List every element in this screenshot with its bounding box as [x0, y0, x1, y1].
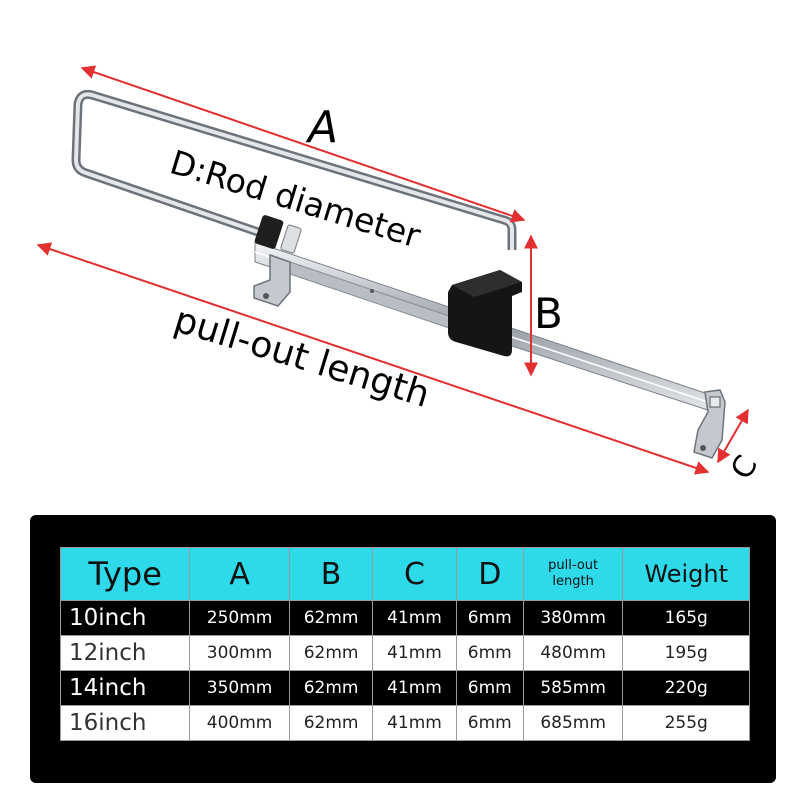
header-weight: Weight — [622, 547, 750, 601]
dimension-c-arrow — [717, 408, 749, 464]
table-row: 10inch 250mm 62mm 41mm 6mm 380mm 165g — [59, 600, 750, 636]
cell-weight: 165g — [622, 600, 750, 636]
cell-weight: 220g — [622, 670, 750, 706]
cell-c: 41mm — [372, 705, 457, 741]
label-c: C — [724, 450, 765, 486]
cell-d: 6mm — [455, 600, 524, 636]
table-row: 16inch 400mm 62mm 41mm 6mm 685mm 255g — [59, 705, 750, 741]
cell-a: 350mm — [189, 670, 290, 706]
cell-c: 41mm — [372, 670, 457, 706]
cell-b: 62mm — [288, 600, 374, 636]
sliding-block — [448, 270, 522, 357]
cell-c: 41mm — [372, 635, 457, 671]
cell-pull-out-length: 380mm — [522, 600, 624, 636]
cell-b: 62mm — [288, 705, 374, 741]
header-pull-out-line1: pull-out — [548, 558, 599, 573]
table-row: 14inch 350mm 62mm 41mm 6mm 585mm 220g — [59, 670, 750, 706]
cell-a: 300mm — [189, 635, 290, 671]
table-row: 12inch 300mm 62mm 41mm 6mm 480mm 195g — [59, 635, 750, 671]
spec-table: Type A B C D pull-out length Weight 10in… — [59, 547, 750, 741]
cell-d: 6mm — [455, 635, 524, 671]
cell-type: 14inch — [59, 670, 191, 706]
cell-pull-out-length: 685mm — [522, 705, 624, 741]
header-pull-out-length: pull-out length — [522, 547, 624, 601]
cell-type: 16inch — [59, 705, 191, 741]
header-d: D — [455, 547, 524, 601]
product-diagram: A B C D:Rod diameter pull-out length — [36, 65, 765, 486]
header-a: A — [189, 547, 290, 601]
table-header-row: Type A B C D pull-out length Weight — [59, 547, 750, 601]
cell-b: 62mm — [288, 670, 374, 706]
header-pull-out-line2: length — [552, 574, 594, 589]
cell-a: 400mm — [189, 705, 290, 741]
cell-type: 10inch — [59, 600, 191, 636]
cell-pull-out-length: 585mm — [522, 670, 624, 706]
cell-type: 12inch — [59, 635, 191, 671]
cell-weight: 195g — [622, 635, 750, 671]
dimension-a-arrow — [80, 65, 526, 223]
header-type: Type — [59, 547, 191, 601]
cell-c: 41mm — [372, 600, 457, 636]
pull-out-length-arrow — [36, 242, 710, 475]
cell-weight: 255g — [622, 705, 750, 741]
header-b: B — [288, 547, 374, 601]
label-b: B — [534, 289, 563, 338]
cell-pull-out-length: 480mm — [522, 635, 624, 671]
label-pull-out-length: pull-out length — [169, 299, 434, 416]
cell-d: 6mm — [455, 705, 524, 741]
spec-table-panel: Type A B C D pull-out length Weight 10in… — [30, 515, 776, 783]
cell-a: 250mm — [189, 600, 290, 636]
cell-d: 6mm — [455, 670, 524, 706]
label-a: A — [305, 102, 338, 153]
cell-b: 62mm — [288, 635, 374, 671]
header-c: C — [372, 547, 457, 601]
